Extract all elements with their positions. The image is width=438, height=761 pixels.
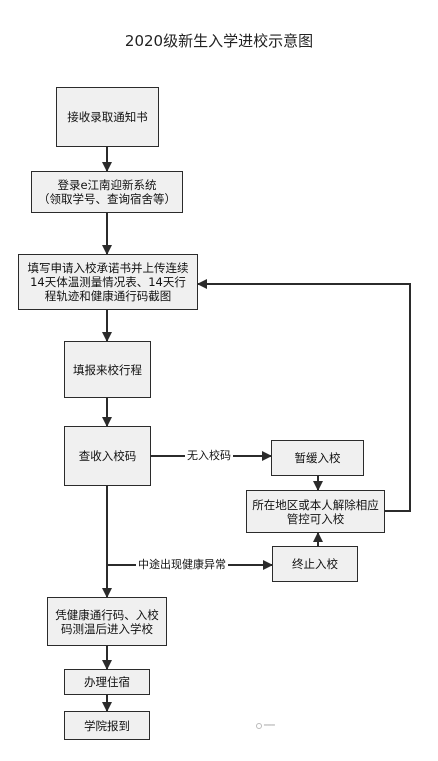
node-fill-itinerary: 填报来校行程 [64,341,151,398]
node-fill-commitment: 填写申请入校承诺书并上传连续 14天体温测量情况表、14天行 程轨迹和健康通行码… [18,254,198,310]
node-login-system: 登录e江南迎新系统 （领取学号、查询宿舍等） [31,171,183,213]
node-lift-control: 所在地区或本人解除相应 管控可入校 [246,490,385,533]
node-postpone: 暂缓入校 [271,440,364,476]
watermark: ━━━ [256,722,275,729]
page-title: 2020级新生入学进校示意图 [124,32,314,50]
node-terminate: 终止入校 [272,546,358,582]
node-check-code: 查收入校码 [64,426,151,486]
edge-label-no-code: 无入校码 [185,449,233,463]
edge-lift-to-fill [197,279,411,512]
node-accommodation: 办理住宿 [64,669,150,695]
node-college-report: 学院报到 [64,711,150,740]
watermark-lines-icon: ━━━ [264,722,275,729]
edge-label-health-abnormal: 中途出现健康异常 [136,558,228,572]
node-enter-school: 凭健康通行码、入校 码测温后进入学校 [47,597,167,646]
watermark-logo-icon [256,722,262,729]
node-receive-notice: 接收录取通知书 [56,87,159,147]
